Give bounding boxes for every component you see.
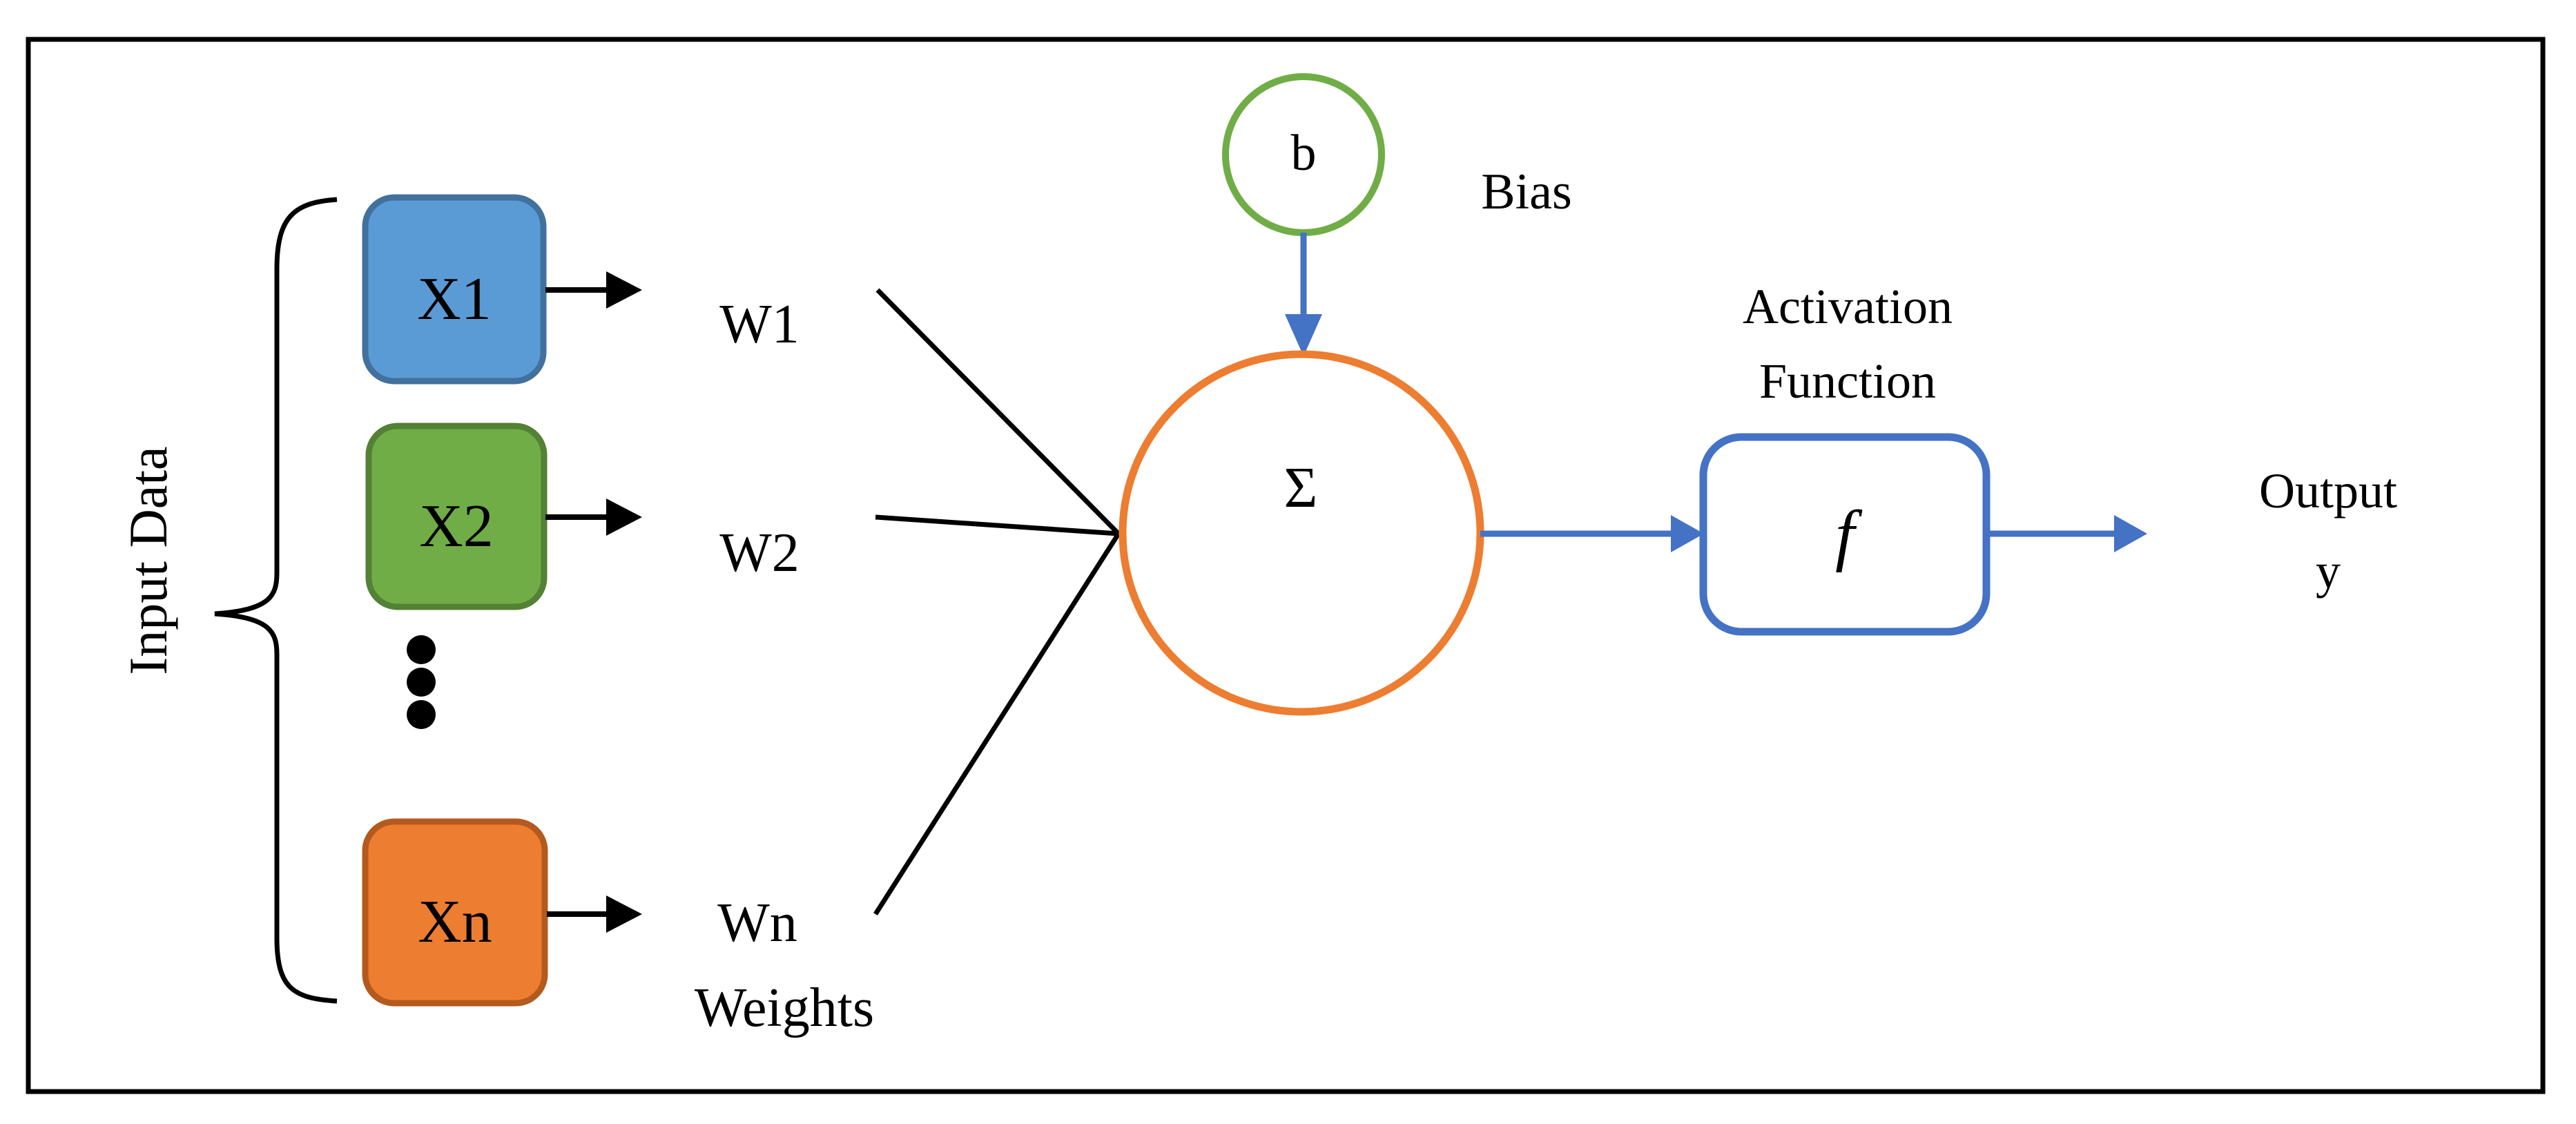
input-xn-label: Xn [418,889,492,956]
input-x1-label: X1 [417,265,492,333]
input-box-xn [362,818,548,1007]
output-caption-line2: y [2316,543,2341,599]
outer-frame-border [26,37,2546,1094]
activation-symbol: f [1835,496,1854,573]
weights-caption: Weights [694,977,875,1038]
ellipsis-dot [407,668,436,697]
activation-caption: Activation Function [1675,269,2020,418]
activation-caption-line2: Function [1759,353,1936,409]
x2-arrow-head [606,498,642,536]
input-box-x2 [365,423,548,610]
weight-line-w2 [875,514,1119,536]
weight-wn-label: Wn [717,892,797,953]
ellipsis-dot [407,700,436,729]
x1-arrow-head [606,271,642,309]
activation-caption-line1: Activation [1743,279,1953,334]
weight-w2-label: W2 [719,522,800,583]
output-caption-line1: Output [2258,463,2397,519]
sum-symbol: Σ [1284,455,1318,520]
xn-arrow-head [606,895,642,933]
input-box-x1 [362,194,547,385]
activation-to-output-head [2114,515,2147,552]
input-group-brace [214,197,338,1004]
bias-arrow-head [1285,314,1322,356]
input-x2-label: X2 [419,492,494,560]
ellipsis-dot [407,635,436,664]
weight-w1-label: W1 [719,293,800,355]
weight-line-wn [873,532,1121,915]
weight-line-w1 [875,288,1121,536]
output-caption: Output y [2225,451,2432,611]
sum-to-activation-head [1671,515,1704,552]
bias-caption: Bias [1481,163,1572,220]
sum-circle [1118,350,1484,716]
bias-node-label: b [1290,124,1317,182]
input-data-label: Input Data [118,446,178,675]
